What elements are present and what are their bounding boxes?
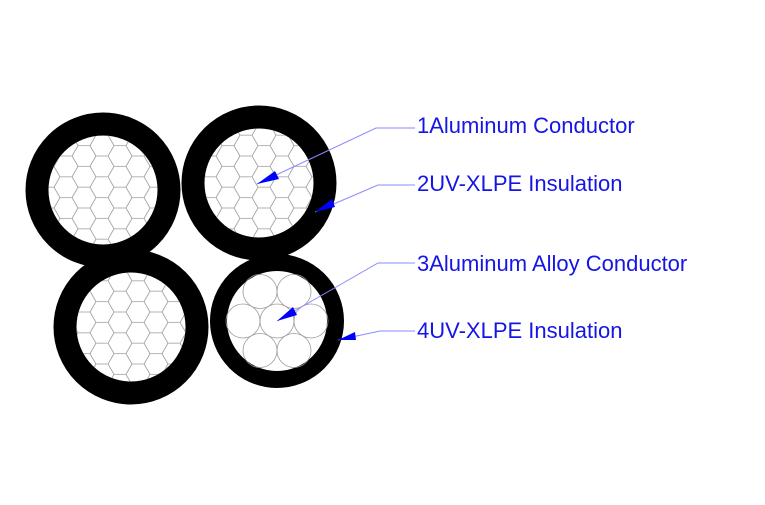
cable-aluminum-alloy-bottom-right bbox=[210, 254, 344, 388]
leader-2 bbox=[314, 184, 415, 213]
arrow-4-icon bbox=[338, 332, 356, 340]
hex-strand-conductor bbox=[48, 135, 158, 245]
cable-aluminum-top-left bbox=[25, 112, 181, 268]
label-uv-xlpe-insulation-2: 4UV-XLPE Insulation bbox=[417, 318, 623, 343]
round-strands bbox=[225, 274, 329, 368]
label-uv-xlpe-insulation-1: 2UV-XLPE Insulation bbox=[417, 171, 623, 196]
label-aluminum-alloy-conductor: 3Aluminum Alloy Conductor bbox=[417, 251, 688, 276]
arrow-2-icon bbox=[315, 199, 335, 212]
leader-3 bbox=[276, 262, 415, 322]
leader-1 bbox=[256, 127, 415, 185]
hex-strand-conductor bbox=[76, 272, 186, 382]
cable-aluminum-bottom-left bbox=[53, 249, 209, 405]
label-aluminum-conductor: 1Aluminum Conductor bbox=[417, 113, 635, 138]
arrow-1-icon bbox=[257, 171, 279, 184]
arrow-3-icon bbox=[277, 307, 297, 321]
leader-arrowheads bbox=[257, 171, 356, 340]
